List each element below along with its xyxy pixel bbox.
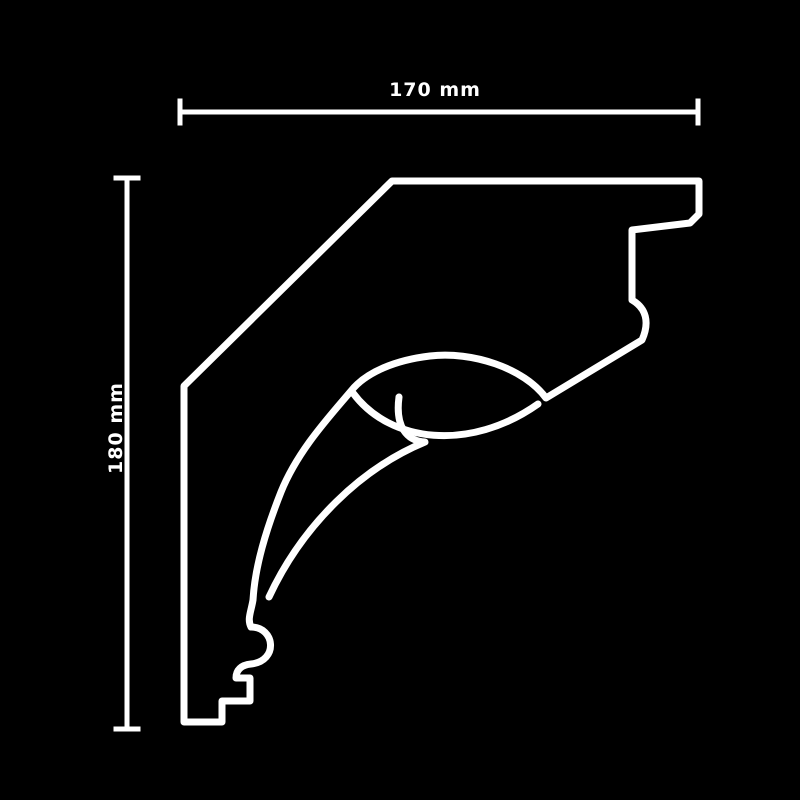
molding-inner-cyma-detail xyxy=(265,393,429,601)
profile-outline-group xyxy=(180,177,703,726)
height-dimension-label: 180 mm xyxy=(105,382,127,474)
dimension-labels-group: 170 mm 180 mm xyxy=(105,79,481,474)
dimension-lines-group xyxy=(113,98,701,732)
molding-outer-profile xyxy=(180,177,703,726)
width-dimension-label: 170 mm xyxy=(389,79,481,101)
molding-leaf-undercurve xyxy=(349,389,542,440)
